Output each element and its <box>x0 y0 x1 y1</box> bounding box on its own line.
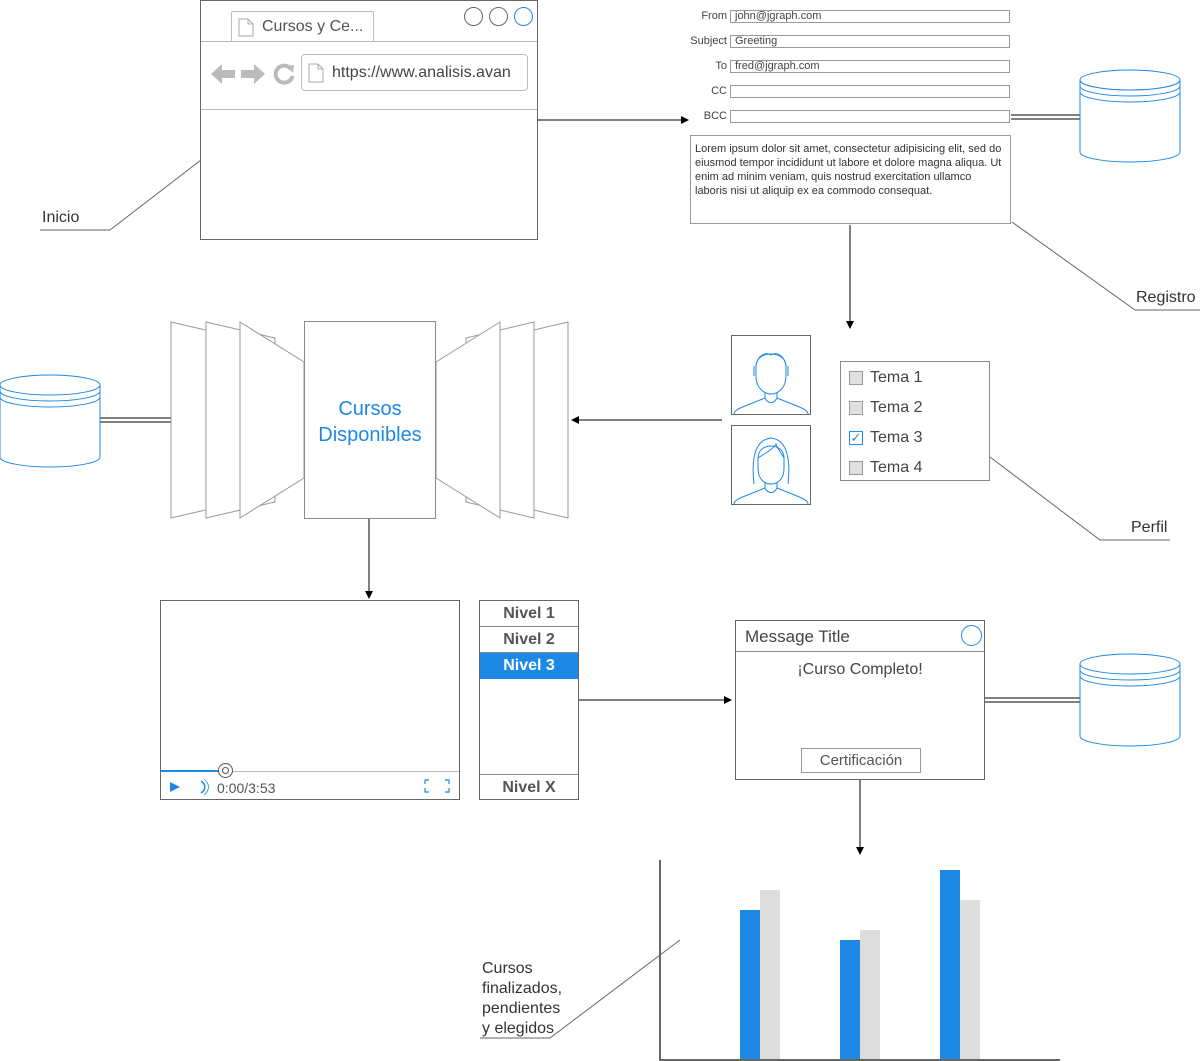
note-chart: Cursos finalizados, pendientes y elegido… <box>482 960 563 1037</box>
courses-bar-chart <box>659 860 1060 1061</box>
checkbox-checked[interactable]: ✓ <box>849 430 863 445</box>
to-field[interactable]: fred@jgraph.com <box>730 60 1010 73</box>
checklist-item[interactable]: Tema 2 <box>849 398 922 418</box>
chart-bar <box>960 900 980 1060</box>
user-male-icon <box>733 353 809 415</box>
chart-bar <box>940 870 960 1060</box>
checklist-item[interactable]: ✓ Tema 3 <box>849 428 922 448</box>
dialog-message: ¡Curso Completo! <box>797 661 923 678</box>
checklist-item[interactable]: Tema 4 <box>849 458 922 478</box>
chart-bar <box>860 930 880 1060</box>
dialog-close-button[interactable] <box>961 625 982 646</box>
cc-label: CC <box>711 85 727 97</box>
page-icon <box>238 18 254 37</box>
level-item[interactable]: Nivel 2 <box>480 627 578 653</box>
video-progress <box>161 770 226 772</box>
checklist-item-label: Tema 4 <box>870 459 923 476</box>
browser-tab-title: Cursos y Ce... <box>262 18 364 35</box>
bcc-label: BCC <box>703 110 727 122</box>
avatar-male[interactable] <box>731 335 811 415</box>
volume-icon[interactable] <box>199 778 209 796</box>
level-item-last[interactable]: Nivel X <box>480 774 578 800</box>
checkbox[interactable] <box>849 371 863 385</box>
reload-icon[interactable] <box>273 63 295 85</box>
coverflow-title: Cursos Disponibles <box>318 398 422 446</box>
video-scrubber[interactable] <box>218 763 233 778</box>
user-female-icon <box>733 437 809 505</box>
database-icon <box>1079 69 1181 163</box>
db-link-coverflow <box>100 417 171 423</box>
db-link-message <box>985 697 1080 703</box>
chart-bar <box>760 890 780 1060</box>
fullscreen-icon[interactable] <box>424 779 450 793</box>
url-text: https://www.analisis.avan <box>332 64 511 81</box>
minimize-button[interactable] <box>464 7 483 26</box>
chart-bar <box>840 940 860 1060</box>
bcc-field[interactable] <box>730 110 1010 123</box>
topics-checklist: Tema 1 Tema 2 ✓ Tema 3 Tema 4 <box>840 361 990 481</box>
checkbox[interactable] <box>849 401 863 415</box>
coverflow-center-card[interactable]: Cursos Disponibles <box>304 321 436 519</box>
video-time: 0:00/3:53 <box>217 780 276 796</box>
message-dialog: Message Title ¡Curso Completo! Certifica… <box>735 620 985 780</box>
db-link-email <box>1011 114 1080 120</box>
dialog-title: Message Title <box>745 627 850 646</box>
level-item[interactable]: Nivel 3 <box>480 653 578 679</box>
forward-arrow-icon[interactable] <box>241 63 265 85</box>
tab-divider <box>201 41 537 42</box>
chart-axes <box>659 860 1060 1061</box>
avatar-female[interactable] <box>731 425 811 505</box>
video-player[interactable]: 0:00/3:53 <box>160 600 460 800</box>
from-label: From <box>701 10 727 22</box>
toolbar-divider <box>201 109 537 110</box>
subject-label: Subject <box>690 35 727 47</box>
checkbox[interactable] <box>849 461 863 475</box>
browser-window: Cursos y Ce... https://www.analisis.avan <box>200 0 538 240</box>
play-icon[interactable] <box>169 781 181 793</box>
note-perfil: Perfil <box>1131 519 1168 536</box>
database-icon <box>1079 653 1181 747</box>
checklist-item[interactable]: Tema 1 <box>849 368 922 388</box>
to-label: To <box>715 60 727 72</box>
page-icon <box>308 63 324 83</box>
checklist-item-label: Tema 3 <box>870 429 923 446</box>
level-item[interactable]: Nivel 1 <box>480 601 578 627</box>
browser-tab[interactable]: Cursos y Ce... <box>231 11 374 41</box>
maximize-button[interactable] <box>489 7 508 26</box>
certificate-button[interactable]: Certificación <box>801 748 921 773</box>
chart-bar <box>740 910 760 1060</box>
close-button[interactable] <box>514 7 533 26</box>
checklist-item-label: Tema 1 <box>870 369 923 386</box>
from-field[interactable]: john@jgraph.com <box>730 10 1010 23</box>
cc-field[interactable] <box>730 85 1010 98</box>
note-inicio: Inicio <box>42 209 80 226</box>
address-bar[interactable]: https://www.analisis.avan <box>301 54 528 91</box>
database-icon <box>0 374 101 468</box>
note-registro: Registro <box>1136 289 1196 306</box>
video-timeline[interactable] <box>161 771 459 772</box>
checklist-item-label: Tema 2 <box>870 399 923 416</box>
email-body[interactable]: Lorem ipsum dolor sit amet, consectetur … <box>690 135 1011 224</box>
back-arrow-icon[interactable] <box>211 63 235 85</box>
dialog-header-divider <box>736 651 984 652</box>
subject-field[interactable]: Greeting <box>730 35 1010 48</box>
